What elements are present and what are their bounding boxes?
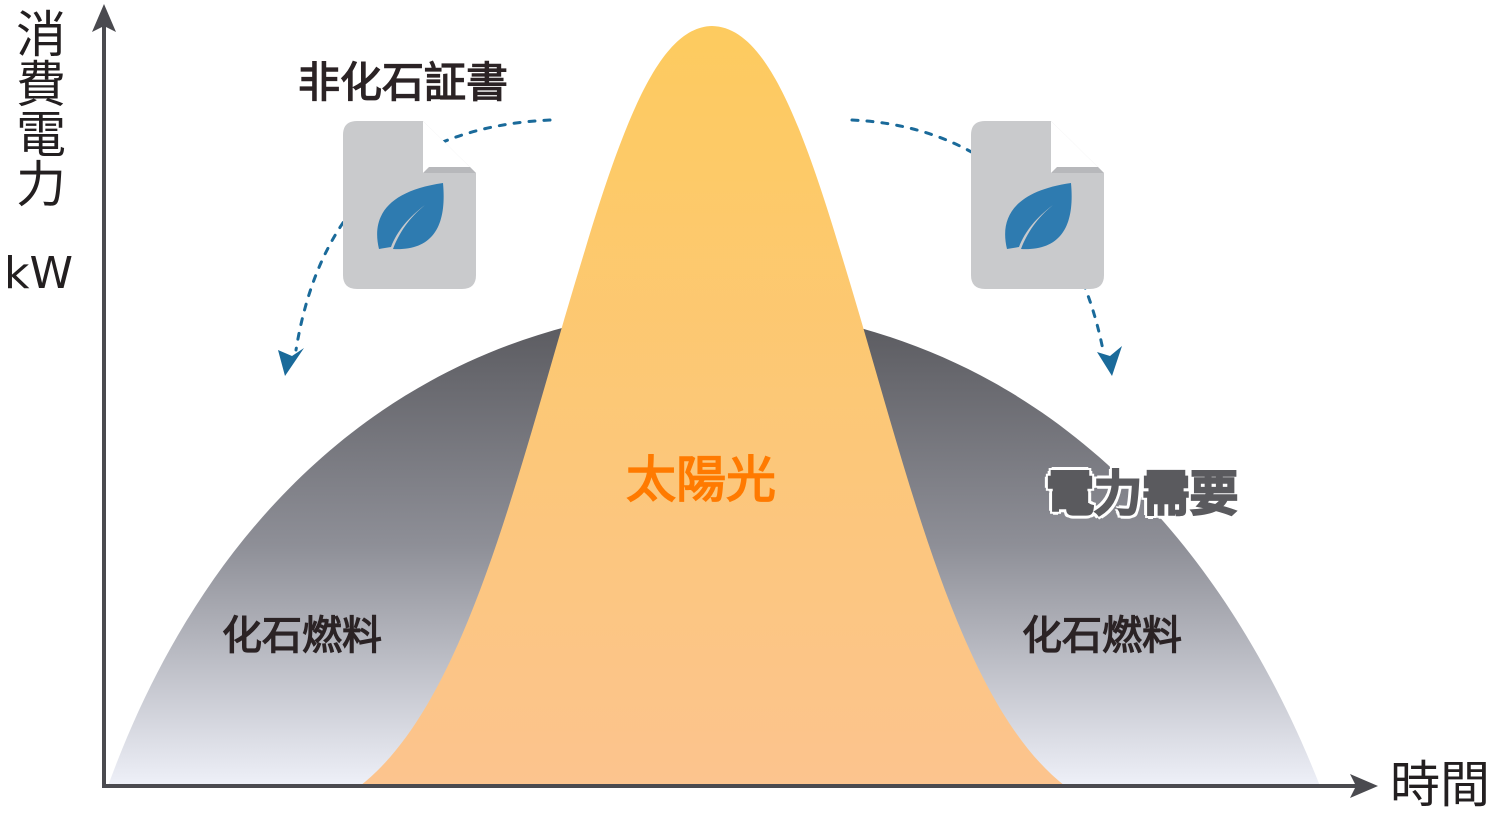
y-axis-title: 消費電力 (8, 8, 66, 208)
solar-label: 太陽光 (626, 451, 776, 509)
y-axis-arrowhead (92, 4, 116, 32)
fossil-fuel-label-right: 化石燃料 (1022, 613, 1182, 659)
document-leaf-icon (343, 121, 476, 289)
certificate-label: 非化石証書 (298, 58, 509, 107)
solar-area (360, 26, 1065, 786)
x-axis-arrowhead (1350, 774, 1378, 798)
power-demand-label: 電力需要 (1045, 466, 1239, 522)
y-axis-unit: kW (4, 248, 73, 299)
fossil-fuel-label-left: 化石燃料 (222, 613, 382, 659)
axes (102, 20, 1360, 788)
x-axis-title: 時間 (1390, 756, 1490, 814)
document-leaf-icon (971, 121, 1104, 289)
